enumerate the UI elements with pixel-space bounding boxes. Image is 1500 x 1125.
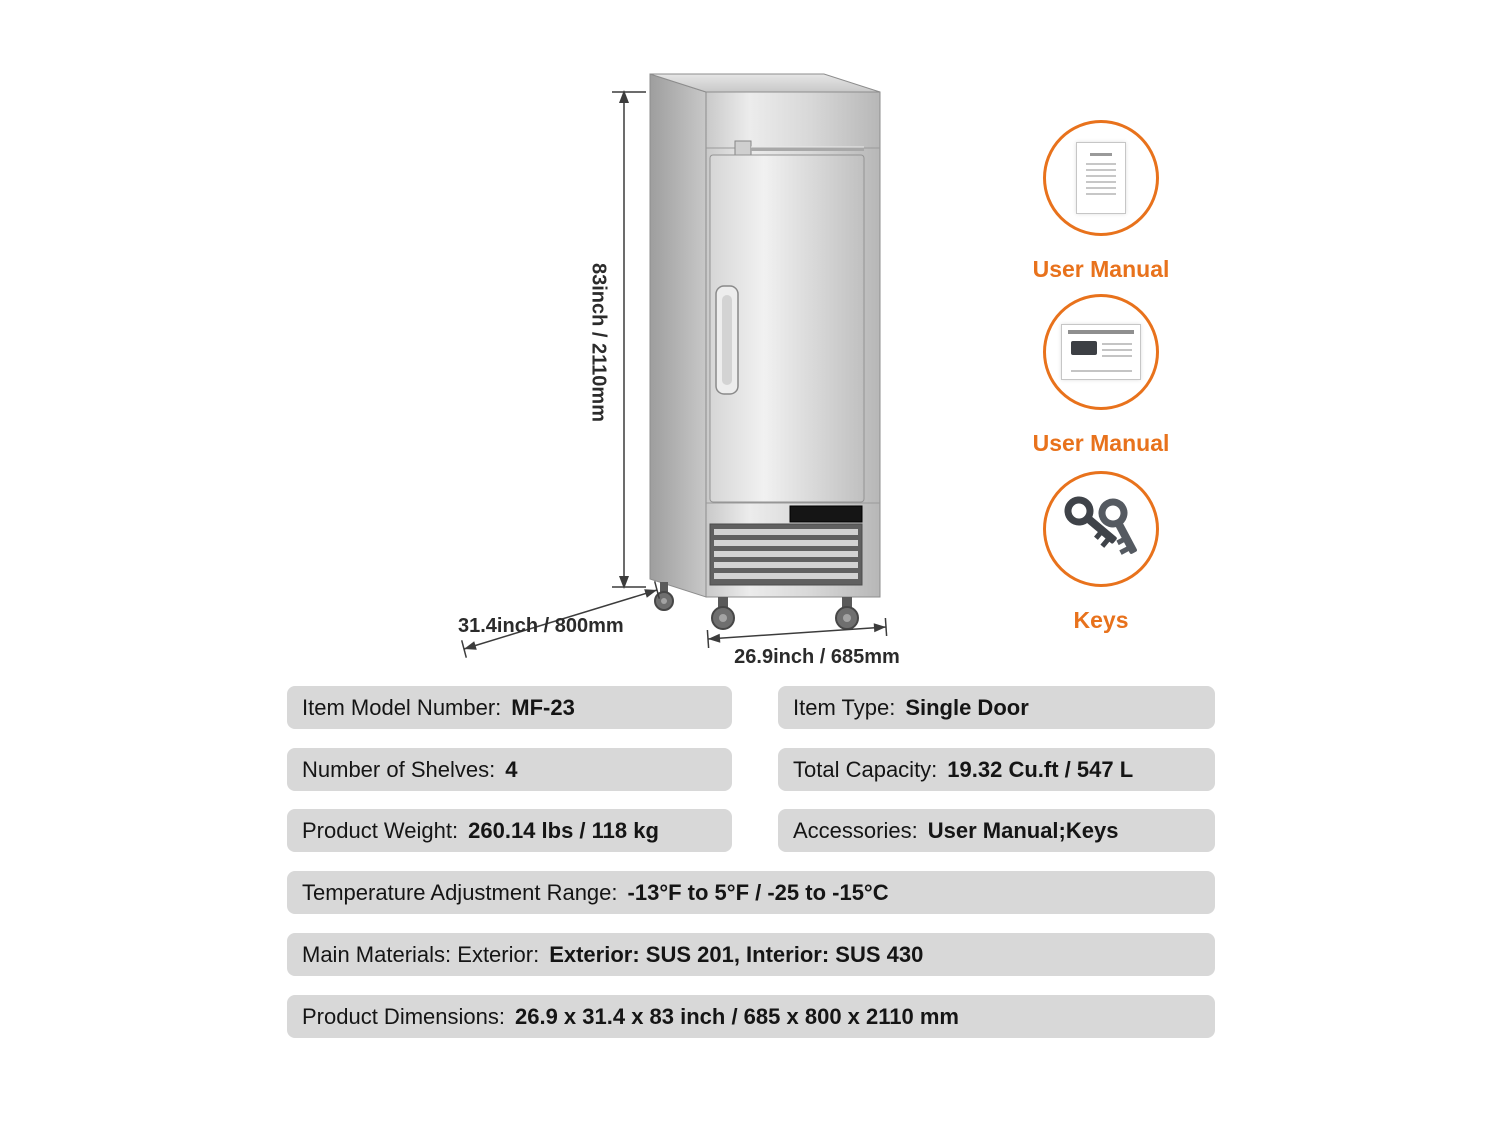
spec-label: Temperature Adjustment Range: xyxy=(302,879,618,905)
keys-graphic xyxy=(1064,496,1137,555)
spec-label: Main Materials: Exterior: xyxy=(302,941,540,967)
depth-dimension-label: 31.4inch / 800mm xyxy=(458,615,624,637)
spec-row-capacity: Total Capacity: 19.32 Cu.ft / 547 L xyxy=(778,748,1215,791)
quick-guide-icon xyxy=(1043,294,1159,410)
spec-value: -13°F to 5°F / -25 to -15°C xyxy=(627,879,889,905)
spec-value: Single Door xyxy=(905,694,1029,720)
spec-row-materials: Main Materials: Exterior: Exterior: SUS … xyxy=(287,933,1215,976)
spec-value: 260.14 lbs / 118 kg xyxy=(468,817,659,843)
accessory-keys: Keys xyxy=(991,471,1211,634)
spec-row-model: Item Model Number: MF-23 xyxy=(287,686,732,729)
height-dimension-line xyxy=(612,91,646,588)
casters xyxy=(654,582,859,630)
spec-row-weight: Product Weight: 260.14 lbs / 118 kg xyxy=(287,809,732,852)
spec-label: Product Weight: xyxy=(302,817,459,843)
spec-label: Accessories: xyxy=(793,817,918,843)
spec-label: Item Model Number: xyxy=(302,694,502,720)
width-dimension-line xyxy=(706,617,888,649)
accessory-user-manual-2: User Manual xyxy=(991,294,1211,457)
spec-row-dimensions: Product Dimensions: 26.9 x 31.4 x 83 inc… xyxy=(287,995,1215,1038)
spec-row-type: Item Type: Single Door xyxy=(778,686,1215,729)
spec-row-temperature: Temperature Adjustment Range: -13°F to 5… xyxy=(287,871,1215,914)
spec-value: 4 xyxy=(505,756,518,782)
height-dimension-label: 83inch / 2110mm xyxy=(587,263,610,422)
guide-page-graphic xyxy=(1061,324,1141,380)
spec-value: 19.32 Cu.ft / 547 L xyxy=(947,756,1134,782)
user-manual-icon xyxy=(1043,120,1159,236)
spec-label: Total Capacity: xyxy=(793,756,938,782)
spec-row-accessories: Accessories: User Manual;Keys xyxy=(778,809,1215,852)
accessory-label: User Manual xyxy=(1032,256,1170,282)
spec-label: Number of Shelves: xyxy=(302,756,496,782)
spec-value: User Manual;Keys xyxy=(927,817,1119,843)
width-dimension-label: 26.9inch / 685mm xyxy=(734,646,900,668)
spec-label: Product Dimensions: xyxy=(302,1003,505,1029)
accessory-label: Keys xyxy=(1073,607,1129,633)
spec-row-shelves: Number of Shelves: 4 xyxy=(287,748,732,791)
keys-icon xyxy=(1043,471,1159,587)
accessory-user-manual-1: User Manual xyxy=(991,120,1211,283)
spec-value: MF-23 xyxy=(511,694,575,720)
accessory-label: User Manual xyxy=(1032,430,1170,456)
spec-value: 26.9 x 31.4 x 83 inch / 685 x 800 x 2110… xyxy=(514,1003,959,1029)
spec-label: Item Type: xyxy=(793,694,896,720)
spec-value: Exterior: SUS 201, Interior: SUS 430 xyxy=(549,941,924,967)
manual-page-graphic xyxy=(1076,142,1126,214)
